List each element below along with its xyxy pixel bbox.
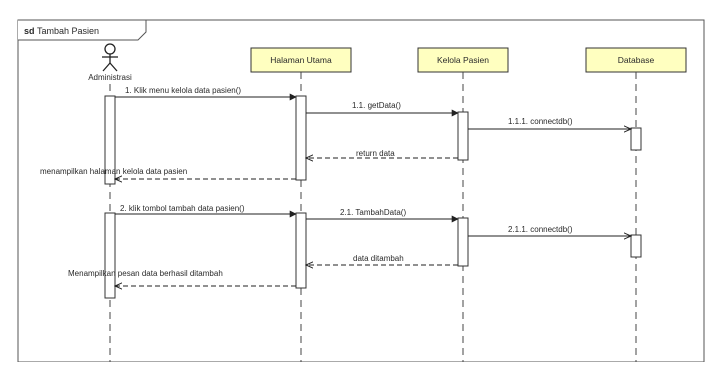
message-label-1: 1. Klik menu kelola data pasien() <box>125 86 241 95</box>
actor-icon <box>102 43 118 72</box>
activation-kelola-1 <box>457 111 469 161</box>
message-label-4: return data <box>356 149 395 158</box>
frame-keyword: sd <box>24 26 35 36</box>
participant-database-box <box>585 47 687 73</box>
participant-database-label: Database <box>618 55 655 65</box>
activation-actor-2 <box>104 212 116 299</box>
activation-halaman-2 <box>295 212 307 289</box>
message-label-8: 2.1.1. connectdb() <box>508 225 573 234</box>
message-label-6: 2. klik tombol tambah data pasien() <box>120 204 245 213</box>
activation-halaman-1 <box>295 95 307 181</box>
message-label-10: Menampilkan pesan data berhasil ditambah <box>68 269 223 278</box>
activation-actor-1 <box>104 95 116 185</box>
actor-name: Administrasi <box>88 73 132 82</box>
activation-database-2 <box>630 234 642 258</box>
message-label-9: data ditambah <box>353 254 404 263</box>
frame-title: Tambah Pasien <box>37 26 99 36</box>
message-label-2: 1.1. getData() <box>352 101 401 110</box>
activation-kelola-2 <box>457 217 469 267</box>
frame-tab <box>18 19 147 41</box>
participant-kelola-pasien-box <box>417 47 509 73</box>
activation-database-1 <box>630 127 642 151</box>
participant-halaman-utama-label: Halaman Utama <box>270 55 332 65</box>
message-label-3: 1.1.1. connectdb() <box>508 117 573 126</box>
message-label-7: 2.1. TambahData() <box>340 208 406 217</box>
participant-kelola-pasien-label: Kelola Pasien <box>437 55 489 65</box>
message-label-5: menampilkan halaman kelola data pasien <box>40 167 187 176</box>
